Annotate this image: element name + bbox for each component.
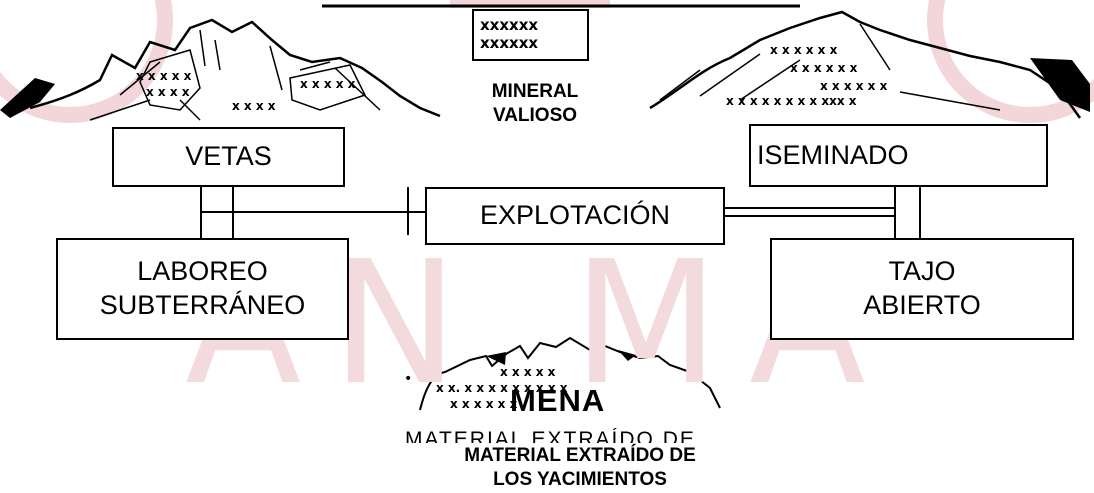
mena-faded-caption: MATERIAL EXTRAÍDO DE L bbox=[405, 428, 695, 443]
svg-text:x x x x: x x x x bbox=[146, 85, 190, 99]
connector-lines bbox=[200, 187, 921, 238]
box-vetas-label: VETAS bbox=[185, 141, 272, 172]
disseminated-deposit-mountain: x x x x x x x x x x x x x x x x x x x x … bbox=[649, 10, 1090, 119]
ore-pile: x x. x x x x x x x x x x x x x x x x x x… bbox=[404, 336, 721, 411]
svg-text:•: • bbox=[404, 371, 412, 387]
box-explotacion: EXPLOTACIÓN bbox=[425, 187, 725, 245]
box-tajo-abierto: TAJO ABIERTO bbox=[770, 238, 1074, 340]
svg-text:x x x x x x: x x x x x x bbox=[820, 79, 888, 93]
vein-deposit-mountain: x x x x x x x x x x x x x x x x x x bbox=[0, 18, 441, 121]
svg-text:x x. x x x x x x x x x: x x. x x x x x x x x x bbox=[436, 381, 568, 395]
legend-label-line2: VALIOSO bbox=[492, 104, 578, 126]
background-seal-left bbox=[0, 0, 173, 123]
mena-label: MENA bbox=[510, 383, 606, 418]
svg-text:x x x x x x: x x x x x x bbox=[790, 61, 858, 75]
mineral-pattern-icon: xxxxxx xxxxxx bbox=[472, 9, 589, 61]
box-laboreo-subterraneo: LABOREO SUBTERRÁNEO bbox=[56, 238, 349, 340]
svg-text:xxxxxx: xxxxxx bbox=[480, 34, 538, 52]
box-tajo-line2: ABIERTO bbox=[863, 290, 981, 320]
box-diseminado: ISEMINADO bbox=[749, 124, 1048, 187]
svg-text:x x x x x x: x x x x x x bbox=[770, 43, 838, 57]
svg-text:x x x x x x: x x x x x x bbox=[450, 397, 518, 411]
legend-label-line1: MINERAL bbox=[491, 81, 579, 102]
svg-text:x x x x x x x x xxx x: x x x x x x x x xxx x bbox=[726, 94, 857, 108]
svg-text:x x x x x: x x x x x bbox=[136, 69, 192, 83]
mena-caption: MATERIAL EXTRAÍDO DE LOS YACIMIENTOS bbox=[440, 444, 720, 492]
box-laboreo-line2: SUBTERRÁNEO bbox=[99, 290, 306, 320]
box-diseminado-label: ISEMINADO bbox=[757, 139, 909, 170]
mena-caption-line2: LOS YACIMIENTOS bbox=[493, 468, 667, 490]
box-vetas: VETAS bbox=[112, 127, 345, 187]
background-seal-right bbox=[927, 0, 1094, 123]
legend-label: MINERAL VALIOSO bbox=[470, 80, 600, 128]
svg-text:x x x x x: x x x x x bbox=[300, 77, 356, 91]
box-laboreo-line1: LABOREO bbox=[137, 256, 268, 287]
svg-text:x x x x: x x x x bbox=[232, 99, 276, 113]
svg-text:xxxxxx: xxxxxx bbox=[480, 16, 538, 34]
box-explotacion-label: EXPLOTACIÓN bbox=[479, 200, 671, 231]
svg-text:x x x x x: x x x x x bbox=[500, 365, 556, 379]
mena-caption-line1: MATERIAL EXTRAÍDO DE bbox=[464, 445, 696, 466]
background-seal-patch bbox=[450, 0, 610, 8]
box-tajo-line1: TAJO bbox=[888, 256, 956, 287]
